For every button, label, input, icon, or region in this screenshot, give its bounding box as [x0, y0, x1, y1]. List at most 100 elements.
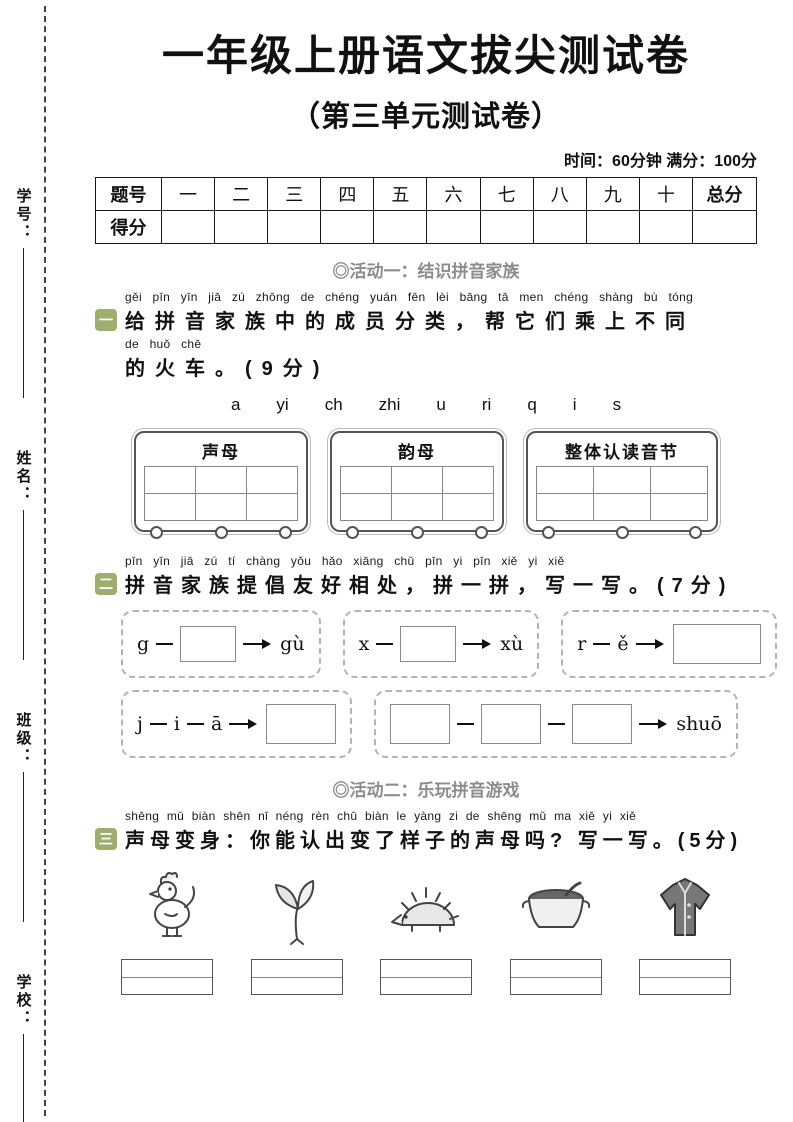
name-blank[interactable] [22, 510, 24, 660]
dash-icon [376, 643, 394, 645]
spelling-box-5: shuō [374, 690, 738, 758]
wheel-icon [279, 526, 292, 539]
answer-grid[interactable] [509, 959, 602, 995]
score-cell[interactable] [532, 210, 587, 244]
answer-grid[interactable] [121, 959, 213, 995]
answer-box[interactable] [572, 704, 633, 744]
train-wheels [346, 526, 488, 539]
picture-items-row [95, 867, 757, 995]
paper-subtitle: （第三单元测试卷） [290, 101, 561, 133]
pinyin-letters-row: a yi ch zhi u ri q i s [95, 395, 757, 415]
wheel-icon [615, 526, 629, 539]
train-cell[interactable] [593, 493, 651, 521]
score-row-label: 得分 [95, 210, 162, 244]
train-cell[interactable] [391, 466, 443, 494]
score-header-cell: 总分 [692, 177, 757, 211]
q1-pinyin-line1: gěi pīn yīn jiā zú zhōng de chéng yuán f… [125, 290, 694, 304]
question-3: shēng mǔ biàn shēn nǐ néng rèn chū biàn … [95, 809, 757, 853]
score-cell[interactable] [426, 210, 481, 244]
coat-icon [660, 878, 710, 936]
score-cell[interactable] [479, 210, 534, 244]
wheel-icon [410, 526, 424, 539]
q3-number-badge: 三 [95, 827, 117, 850]
name-label: 姓名： [14, 450, 32, 504]
spelling-part: i [173, 713, 180, 735]
wheel-icon [689, 526, 702, 539]
train-cell[interactable] [593, 466, 651, 494]
train-shengmu-label: 声母 [202, 443, 240, 462]
score-cell[interactable] [267, 210, 322, 244]
train-cell[interactable] [195, 493, 247, 521]
score-header-cell: 题号 [95, 177, 162, 211]
q3-text: 声母变身：你能认出变了样子的声母吗? 写一写。(5分) [125, 830, 743, 852]
answer-box[interactable] [180, 626, 237, 662]
answer-box[interactable] [390, 704, 451, 744]
score-cell[interactable] [214, 210, 269, 244]
wheel-icon [542, 526, 555, 539]
spelling-row-1: g gù x xù r ě [95, 610, 777, 678]
train-cell[interactable] [246, 466, 298, 494]
school-blank[interactable] [22, 1034, 24, 1122]
train-zhengti-label: 整体认读音节 [565, 443, 679, 462]
q1-text-line1: 给拼音家族中的成员分类，帮它们乘上不同 [125, 311, 695, 333]
train-cell[interactable] [536, 493, 594, 521]
name-field: 姓名： [6, 450, 40, 660]
train-cell[interactable] [650, 466, 708, 494]
activity2-heading: ◎活动二：乐玩拼音游戏 [332, 781, 520, 800]
train-yunmu-label: 韵母 [398, 443, 436, 462]
answer-box[interactable] [481, 704, 542, 744]
answer-box[interactable] [266, 704, 337, 744]
dash-icon [156, 643, 174, 645]
train-cell[interactable] [442, 493, 494, 521]
paper-title: 一年级上册语文拔尖测试卷 [161, 32, 690, 79]
train-cell[interactable] [195, 466, 247, 494]
train-cell[interactable] [340, 466, 392, 494]
train-cell[interactable] [536, 466, 594, 494]
seal-dashed-line [44, 6, 46, 1116]
answer-box[interactable] [672, 624, 761, 664]
pinyin-letter: i [572, 395, 577, 414]
pinyin-trains: 声母 韵母 [95, 431, 757, 546]
score-header-cell: 九 [585, 177, 640, 211]
answer-grid[interactable] [639, 959, 731, 995]
hedgehog-icon [391, 887, 459, 932]
wheel-icon [475, 526, 488, 539]
answer-box[interactable] [400, 626, 457, 662]
train-cell[interactable] [650, 493, 708, 521]
train-cell[interactable] [144, 493, 196, 521]
sprout-icon [274, 880, 314, 945]
score-header-cell: 七 [479, 177, 534, 211]
student-number-blank[interactable] [22, 248, 24, 398]
q2-pinyin: pīn yīn jiā zú tí chàng yǒu hǎo xiāng ch… [125, 554, 565, 568]
train-cell[interactable] [144, 466, 196, 494]
class-blank[interactable] [22, 772, 24, 922]
train-cell[interactable] [246, 493, 298, 521]
dash-icon [593, 643, 611, 645]
arrow-icon [463, 638, 492, 649]
score-cell[interactable] [585, 210, 640, 244]
class-label: 班级： [14, 712, 32, 766]
picture-item [498, 867, 614, 995]
q1-number-badge: 一 [95, 308, 117, 331]
dash-icon [457, 723, 475, 725]
picture-item [627, 867, 743, 995]
train-wheels [150, 526, 292, 539]
score-cell[interactable] [638, 210, 694, 244]
main-content: 一年级上册语文拔尖测试卷 （第三单元测试卷） 时间：60分钟 满分：100分 题… [95, 22, 777, 995]
train-cell[interactable] [391, 493, 443, 521]
spelling-box-1: g gù [121, 610, 321, 678]
answer-grid[interactable] [250, 959, 343, 995]
score-cell[interactable] [692, 210, 757, 244]
q1-pinyin-line2: de huǒ chē [125, 337, 202, 351]
train-zhengti-grid [536, 466, 708, 521]
score-cell[interactable] [320, 210, 375, 244]
score-header-cell: 八 [532, 177, 587, 211]
pinyin-letter: u [436, 395, 446, 414]
score-cell[interactable] [160, 210, 216, 244]
score-cell[interactable] [373, 210, 428, 244]
train-cell[interactable] [442, 466, 494, 494]
spelling-lead: g [137, 633, 150, 655]
score-header-cell: 三 [267, 177, 322, 211]
train-cell[interactable] [340, 493, 392, 521]
answer-grid[interactable] [380, 959, 472, 995]
